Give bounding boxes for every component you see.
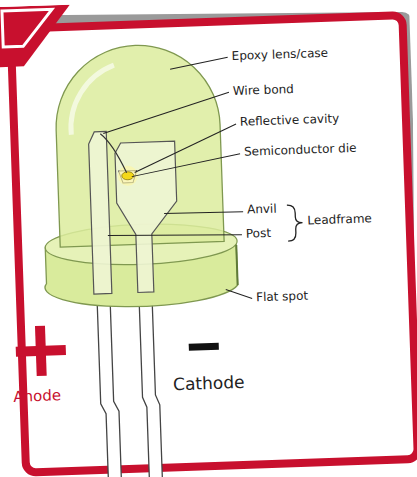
part-label: Anode — [13, 387, 61, 405]
leader-lines — [101, 57, 252, 304]
plus-symbol — [15, 325, 67, 377]
anvil — [115, 141, 180, 293]
post — [88, 131, 112, 294]
ribbon-mark — [2, 9, 53, 47]
minus-symbol — [189, 343, 219, 351]
part-label: Cathode — [173, 373, 245, 394]
card — [11, 15, 417, 472]
leadframe-brace — [287, 205, 303, 242]
part-label: Flat spot — [256, 290, 308, 305]
wire-bond — [100, 133, 126, 174]
dome-highlight — [69, 65, 117, 135]
part-label: Wire bond — [233, 83, 294, 98]
part-label: Anvil — [247, 203, 277, 217]
semiconductor-die — [122, 172, 134, 180]
flat-spot-edge — [236, 245, 237, 285]
corner-ribbon — [0, 5, 72, 68]
led-leads — [97, 287, 163, 477]
part-label: Post — [246, 227, 272, 241]
part-label: Leadframe — [307, 212, 372, 227]
